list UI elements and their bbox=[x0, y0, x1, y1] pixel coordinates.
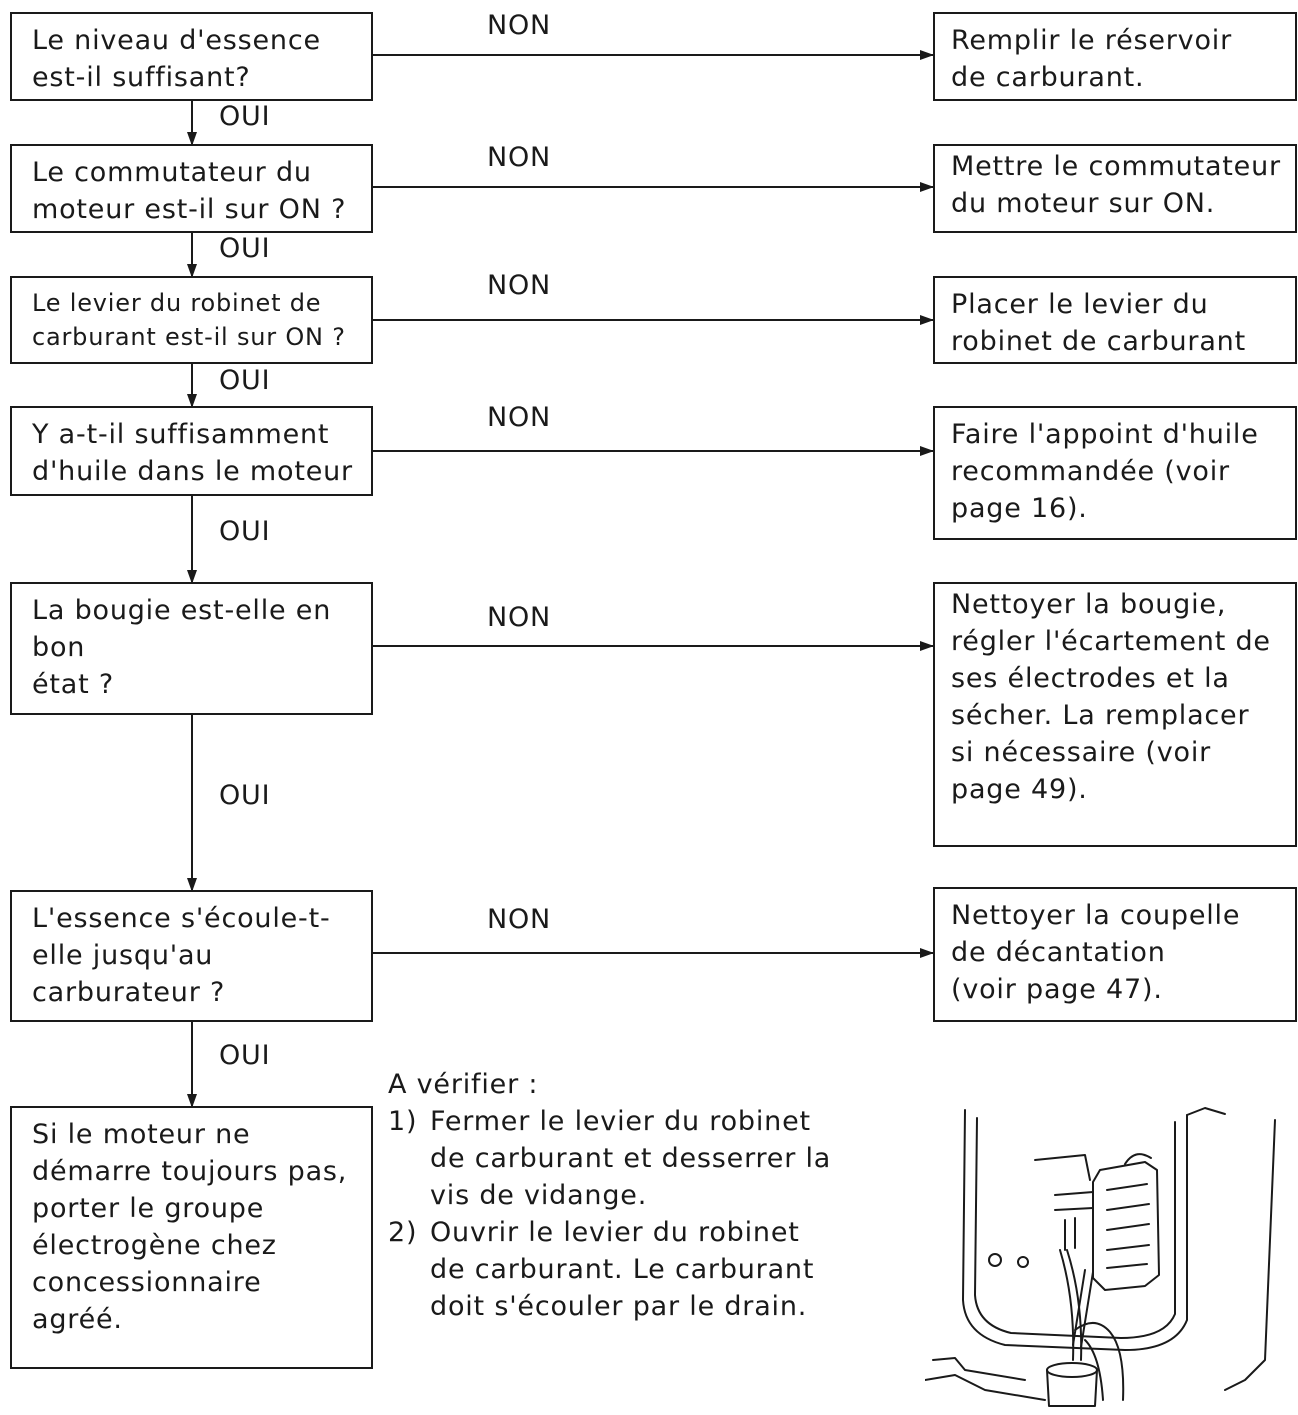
remedy-box-3: Placer le levier du robinet de carburant bbox=[933, 276, 1297, 364]
no-label-4: NON bbox=[487, 402, 552, 433]
question-box-3: Le levier du robinet de carburant est-il… bbox=[10, 276, 373, 364]
no-label-5: NON bbox=[487, 602, 552, 633]
question-box-6: L'essence s'écoule-t- elle jusqu'au carb… bbox=[10, 890, 373, 1022]
question-box-4: Y a-t-il suffisamment d'huile dans le mo… bbox=[10, 406, 373, 496]
question-box-5: La bougie est-elle en bon état ? bbox=[10, 582, 373, 715]
check-note-item-1: 1) Fermer le levier du robinet de carbur… bbox=[388, 1103, 831, 1214]
no-label-2: NON bbox=[487, 142, 552, 173]
remedy-box-4: Faire l'appoint d'huile recommandée (voi… bbox=[933, 406, 1297, 540]
question-box-2: Le commutateur du moteur est-il sur ON ? bbox=[10, 144, 373, 233]
remedy-box-6: Nettoyer la coupelle de décantation (voi… bbox=[933, 887, 1297, 1022]
check-note-item-number: 2) bbox=[388, 1217, 418, 1248]
yes-label-1: OUI bbox=[219, 101, 271, 132]
check-note-item-number: 1) bbox=[388, 1106, 418, 1137]
no-label-1: NON bbox=[487, 10, 552, 41]
question-box-1: Le niveau d'essence est-il suffisant? bbox=[10, 12, 373, 101]
no-label-6: NON bbox=[487, 904, 552, 935]
remedy-box-1: Remplir le réservoir de carburant. bbox=[933, 12, 1297, 101]
check-note-heading: A vérifier : bbox=[388, 1069, 539, 1100]
fuel-drain-illustration bbox=[925, 1107, 1276, 1407]
yes-label-3: OUI bbox=[219, 365, 271, 396]
check-note-item-2: 2) Ouvrir le levier du robinet de carbur… bbox=[388, 1214, 831, 1325]
remedy-box-2: Mettre le commutateur du moteur sur ON. bbox=[933, 144, 1297, 233]
yes-label-6: OUI bbox=[219, 1040, 271, 1071]
final-box: Si le moteur ne démarre toujours pas, po… bbox=[10, 1106, 373, 1369]
yes-label-2: OUI bbox=[219, 233, 271, 264]
no-label-3: NON bbox=[487, 270, 552, 301]
yes-label-5: OUI bbox=[219, 780, 271, 811]
check-note-item-text: Fermer le levier du robinet de carburant… bbox=[430, 1106, 832, 1211]
check-note: A vérifier : 1) Fermer le levier du robi… bbox=[388, 1066, 831, 1325]
check-note-item-text: Ouvrir le levier du robinet de carburant… bbox=[430, 1217, 815, 1322]
remedy-box-5: Nettoyer la bougie, régler l'écartement … bbox=[933, 582, 1297, 847]
yes-label-4: OUI bbox=[219, 516, 271, 547]
